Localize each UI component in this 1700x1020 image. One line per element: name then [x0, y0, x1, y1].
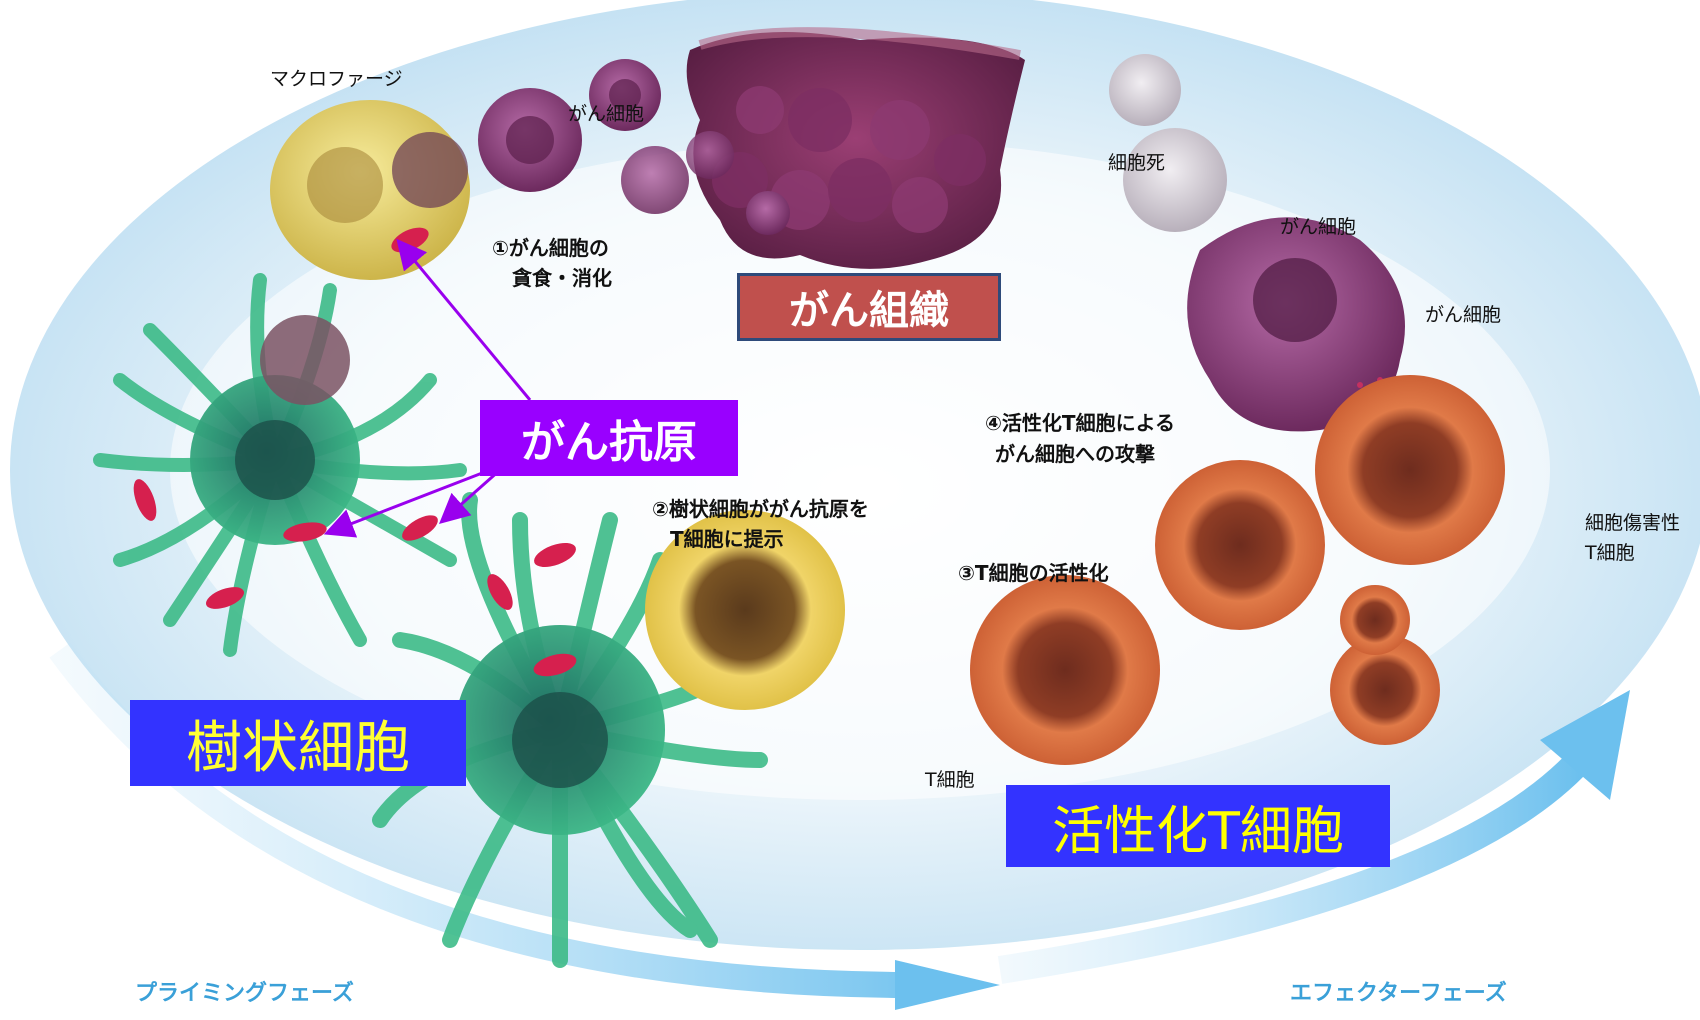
effector-arrow	[997, 750, 1591, 984]
engulfed-cancer-cell	[260, 315, 350, 405]
step1-label-line1: ①がん細胞の	[492, 236, 609, 260]
cancer-cell-right-label-1: がん細胞	[1280, 216, 1357, 238]
dead-cell-2	[1123, 128, 1227, 232]
cancer-cell-right	[1187, 217, 1405, 432]
activated-t-cell-3	[1330, 635, 1440, 745]
dead-cell-1	[1109, 54, 1181, 126]
antigen-arrow-to-macrophage	[396, 238, 532, 401]
cytotoxic-t-cell-label-line1: 細胞傷害性	[1585, 512, 1681, 534]
activated-t-cell-4	[1340, 585, 1410, 655]
dendritic-cell-box: 樹状細胞	[130, 700, 466, 786]
step1-label-line2: 貪食・消化	[512, 266, 612, 290]
step2-label-line2: T細胞に提示	[670, 527, 784, 551]
activated-t-cell-2	[970, 575, 1160, 765]
antigen-arrow-to-dendritic-1	[323, 468, 491, 538]
cancer-tissue-box: がん組織	[737, 273, 1001, 341]
cancer-antigen-box: がん抗原	[480, 400, 738, 476]
cytotoxic-t-cell-1	[1315, 375, 1505, 565]
activated-t-cell-1	[1155, 460, 1325, 630]
naive-t-cell	[645, 510, 845, 710]
small-cancer-cell-1	[746, 191, 790, 235]
cell-death-label: 細胞死	[1108, 152, 1166, 174]
antigen-arrow-to-dendritic-2	[439, 468, 501, 524]
macrophage-label: マクロファージ	[270, 68, 403, 90]
step2-label-line1: ②樹状細胞ががん抗原を	[652, 497, 869, 521]
cancer-cell-top-4	[686, 131, 734, 179]
cancer-cell-top-3	[621, 146, 689, 214]
effector-phase-label: エフェクターフェーズ	[1290, 981, 1507, 1006]
step3-label: ③T細胞の活性化	[958, 561, 1109, 585]
macrophage-cell	[270, 100, 470, 280]
cancer-cell-right-label-2: がん細胞	[1425, 304, 1502, 326]
step4-label-line1: ④活性化T細胞による	[985, 411, 1175, 435]
cancer-tissue-mass	[686, 27, 1025, 269]
cancer-cell-top-label: がん細胞	[568, 103, 645, 125]
cytotoxic-t-cell-label-line2: T細胞	[1585, 542, 1635, 564]
step4-label-line2: がん細胞への攻撃	[995, 442, 1155, 466]
priming-phase-label: プライミングフェーズ	[135, 981, 354, 1006]
t-cell-label: T細胞	[925, 769, 975, 791]
activated-t-cell-box: 活性化T細胞	[1006, 785, 1390, 867]
